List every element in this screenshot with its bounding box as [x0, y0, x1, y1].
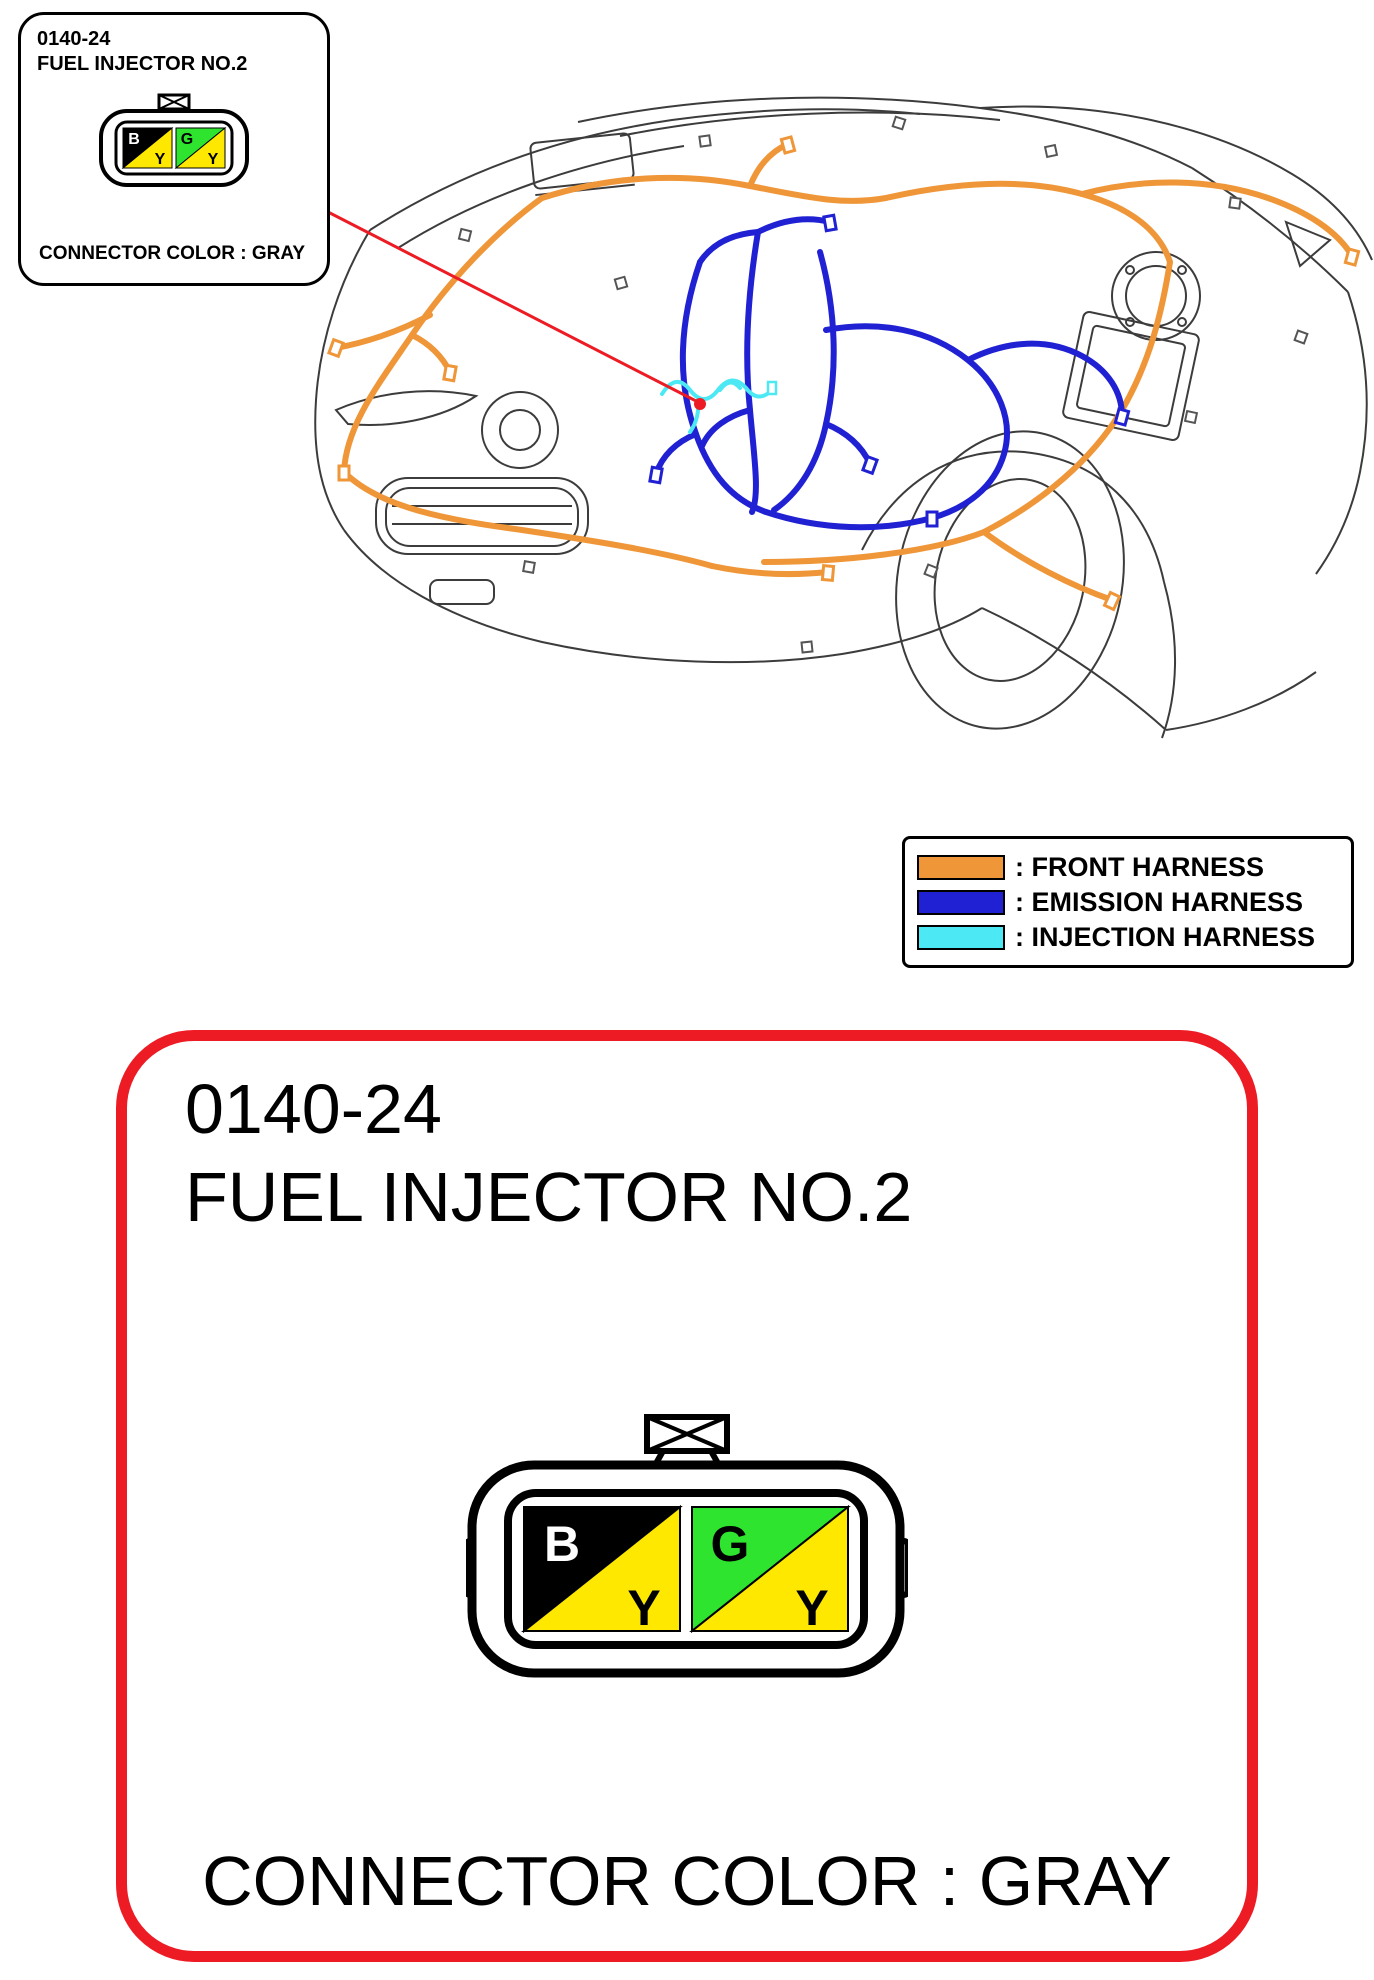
- strut-tower: [481, 391, 559, 469]
- terminal2-bottom-label: Y: [795, 1580, 828, 1636]
- connector-color-label: CONNECTOR COLOR : GRAY: [39, 243, 306, 264]
- svg-text:B: B: [128, 131, 140, 148]
- connector-detail-panel: 0140-24 FUEL INJECTOR NO.2 B Y: [116, 1030, 1258, 1962]
- terminal1-bottom-wedge: [521, 1504, 681, 1632]
- detail-connector-code: 0140-24: [185, 1070, 442, 1148]
- detail-connector-color-label: CONNECTOR COLOR : GRAY: [202, 1842, 1172, 1920]
- terminal2-top-label: G: [711, 1516, 750, 1572]
- callout-leader-line: [327, 210, 706, 410]
- terminal-cells: [521, 1504, 851, 1634]
- emission-harness-swatch: [917, 890, 1005, 915]
- connector-callout: 0140-24 FUEL INJECTOR NO.2 B Y G Y: [18, 12, 330, 286]
- emission-harness-wiring: [648, 213, 1131, 531]
- front-harness-wiring: [326, 135, 1361, 612]
- terminal-labels: B Y G Y: [544, 1516, 829, 1636]
- svg-text:Y: Y: [155, 151, 166, 168]
- brake-booster: [1111, 251, 1201, 341]
- terminal1-bottom-label: Y: [627, 1580, 660, 1636]
- injection-harness-swatch: [917, 925, 1005, 950]
- detail-connector-name: FUEL INJECTOR NO.2: [185, 1158, 913, 1236]
- svg-text:Y: Y: [208, 151, 219, 168]
- terminal2-bottom-wedge: [689, 1504, 849, 1632]
- front-harness-swatch: [917, 855, 1005, 880]
- mini-terminal-labels: B Y G Y: [128, 131, 218, 168]
- body-clips: [457, 115, 1309, 654]
- connector-pinout-thumbnail: B Y G Y: [99, 93, 249, 187]
- grille: [375, 477, 589, 555]
- connector-code: 0140-24: [37, 28, 111, 50]
- harness-legend: : FRONT HARNESS : EMISSION HARNESS : INJ…: [902, 836, 1354, 968]
- engine-bay-illustration: [314, 96, 1373, 739]
- injection-harness-label: : INJECTION HARNESS: [1015, 922, 1316, 952]
- emission-harness-label: : EMISSION HARNESS: [1015, 887, 1304, 917]
- mini-terminals: [121, 126, 227, 170]
- terminal1-top-label: B: [544, 1516, 580, 1572]
- legend-row-emission-harness: : EMISSION HARNESS: [917, 885, 1351, 920]
- legend-row-injection-harness: : INJECTION HARNESS: [917, 920, 1351, 955]
- car-body-outline: [314, 96, 1373, 739]
- headlight: [334, 390, 479, 426]
- injection-harness-wiring: [660, 378, 778, 434]
- fog-lamp: [429, 579, 495, 605]
- front-wheel: [895, 430, 1125, 730]
- connector-pinout-diagram: B Y G Y: [466, 1414, 908, 1678]
- legend-row-front-harness: : FRONT HARNESS: [917, 850, 1351, 885]
- ecu-box: [1062, 311, 1200, 441]
- connector-name: FUEL INJECTOR NO.2: [37, 53, 248, 75]
- leader-endpoint-dot: [694, 398, 706, 410]
- svg-text:G: G: [181, 131, 193, 148]
- front-harness-label: : FRONT HARNESS: [1015, 852, 1264, 882]
